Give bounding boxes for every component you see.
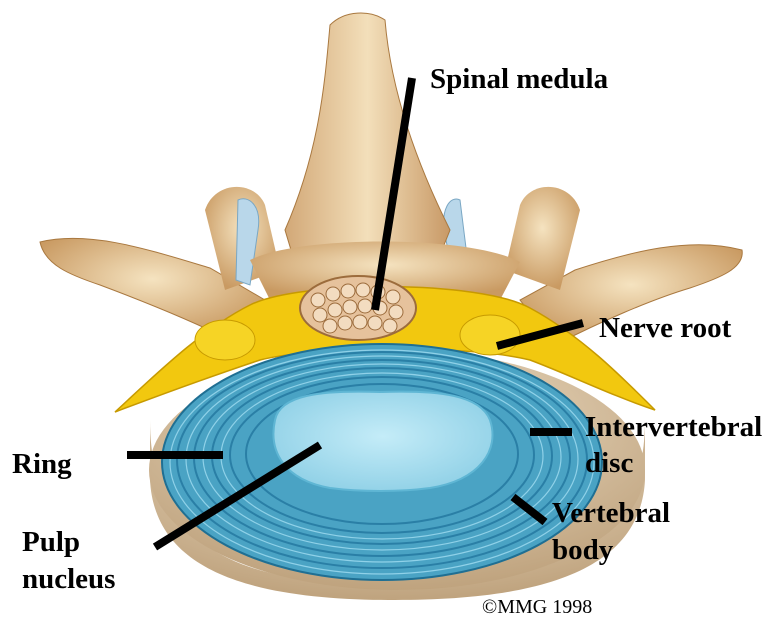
spinous-process: [285, 13, 450, 280]
label-disc: disc: [585, 446, 633, 480]
label-nucleus: nucleus: [22, 562, 115, 596]
label-intervertebral: Intervertebral: [585, 410, 762, 444]
label-body: body: [552, 533, 613, 567]
label-pulp: Pulp: [22, 525, 80, 559]
pulp-nucleus-shape: [273, 392, 492, 491]
right-ganglion: [460, 315, 520, 355]
label-ring: Ring: [12, 447, 72, 481]
label-spinal-medula: Spinal medula: [430, 62, 608, 96]
label-vertebral: Vertebral: [552, 496, 670, 530]
label-nerve-root: Nerve root: [599, 311, 731, 345]
left-ganglion: [195, 320, 255, 360]
copyright-text: ©MMG 1998: [482, 596, 592, 619]
